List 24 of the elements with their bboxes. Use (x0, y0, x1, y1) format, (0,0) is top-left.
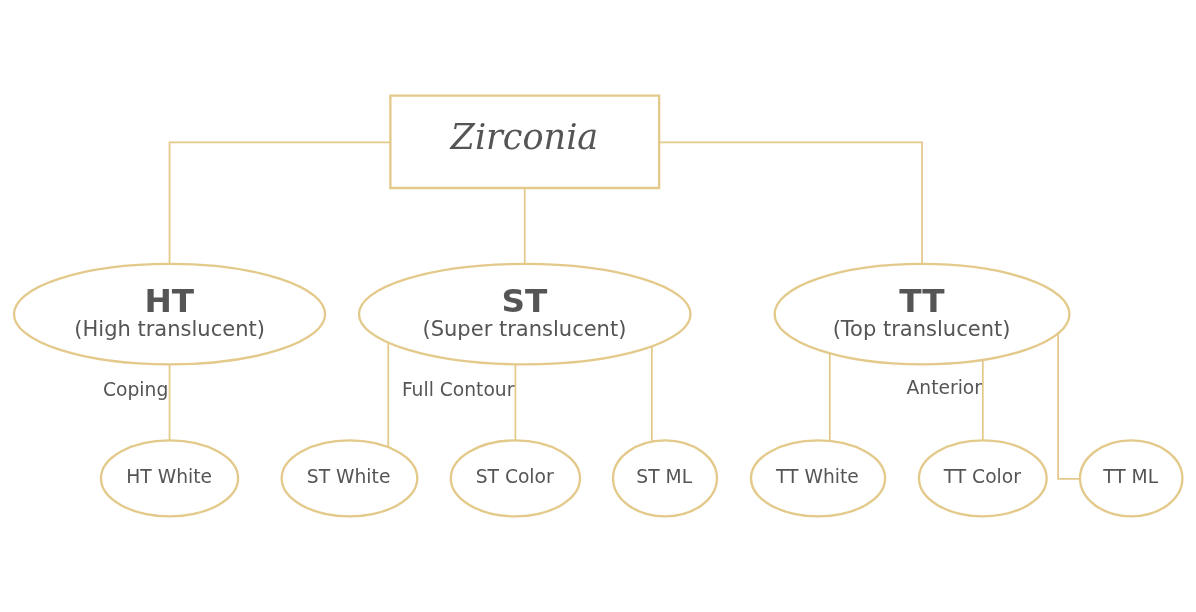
connector (514, 363, 517, 442)
node-box: Zirconia (389, 94, 661, 190)
node-ellipse: TT White (749, 439, 887, 518)
node-ellipse: HT White (99, 439, 240, 518)
connector (523, 187, 526, 265)
connector (387, 341, 390, 448)
node-ellipse: ST ML (611, 439, 719, 518)
connector (168, 141, 391, 265)
node-ellipse: HT (High translucent) (12, 262, 327, 366)
connector (981, 359, 984, 442)
connector (658, 141, 923, 265)
connector (1057, 332, 1081, 480)
edge-label: Anterior (906, 377, 982, 399)
node-ellipse: TT ML (1078, 439, 1184, 518)
connector (828, 352, 831, 442)
connector (650, 345, 653, 443)
edge-label: Full Contour (401, 379, 515, 401)
node-ellipse: ST Color (449, 439, 582, 518)
node-ellipse: TT Color (917, 439, 1048, 518)
edge-label: Coping (103, 379, 169, 401)
node-ellipse: ST White (280, 439, 419, 518)
node-ellipse: TT (Top translucent) (773, 262, 1071, 366)
connector (168, 363, 171, 442)
node-ellipse: ST (Super translucent) (357, 262, 692, 366)
